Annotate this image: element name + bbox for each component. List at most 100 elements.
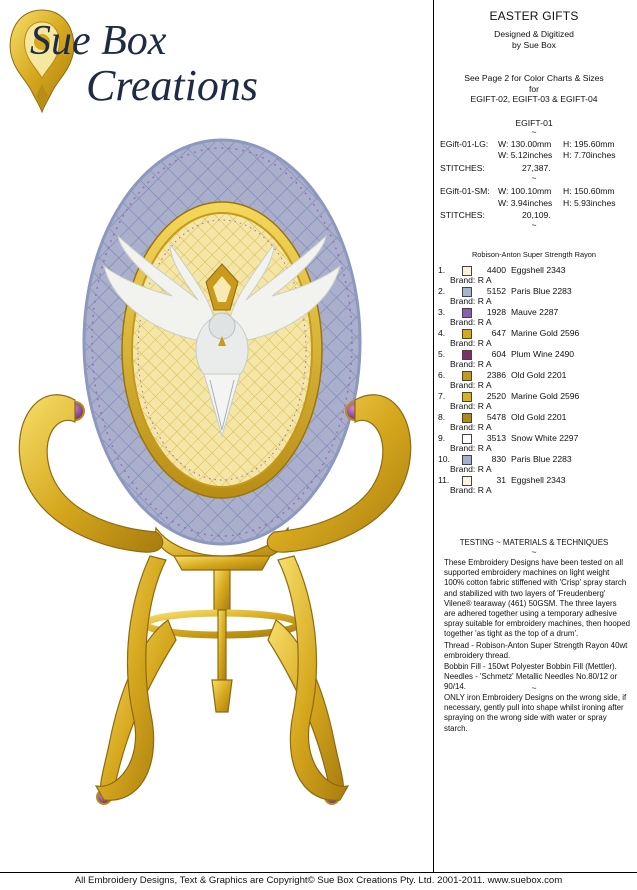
- small-width-mm: W: 100.10mm: [498, 186, 552, 196]
- small-stitches: 20,109.: [522, 210, 551, 220]
- color-number: 11.: [438, 475, 450, 485]
- thread-code: 5152: [486, 286, 506, 296]
- thread-brand: Brand: R A: [450, 296, 492, 306]
- ironing-paragraph: ONLY iron Embroidery Designs on the wron…: [444, 693, 627, 733]
- color-number: 10.: [438, 454, 450, 464]
- large-size-label: EGift-01-LG:: [440, 139, 489, 149]
- thread-brand: Brand: R A: [450, 464, 492, 474]
- design-code: EGIFT-01: [515, 118, 553, 128]
- color-swatch: [462, 329, 472, 339]
- color-number: 9.: [438, 433, 446, 443]
- color-number: 7.: [438, 391, 446, 401]
- separator-tilde: ~: [531, 220, 537, 230]
- large-height-in: H: 7.70inches: [563, 150, 616, 160]
- thread-code: 3513: [486, 433, 506, 443]
- separator-tilde: ~: [531, 173, 537, 183]
- small-stitches-label: STITCHES:: [440, 210, 485, 220]
- color-swatch: [462, 455, 472, 465]
- logo-text-line1: Sue Box: [30, 18, 167, 64]
- color-number: 8.: [438, 412, 446, 422]
- thread-code: 2520: [486, 391, 506, 401]
- small-height-mm: H: 150.60mm: [563, 186, 615, 196]
- thread-name: Eggshell 2343: [511, 475, 566, 485]
- thread-brand: Brand: R A: [450, 401, 492, 411]
- color-number: 6.: [438, 370, 446, 380]
- thread-paragraph: Thread - Robison-Anton Super Strength Ra…: [444, 641, 628, 661]
- thread-name: Paris Blue 2283: [511, 286, 572, 296]
- thread-brand: Brand: R A: [450, 338, 492, 348]
- needles-paragraph: Needles - 'Schmetz' Metallic Needles No.…: [444, 672, 618, 692]
- color-number: 3.: [438, 307, 446, 317]
- separator-tilde: ~: [531, 683, 537, 693]
- thread-code: 604: [491, 349, 506, 359]
- thread-brand: Brand: R A: [450, 443, 492, 453]
- color-swatch: [462, 371, 472, 381]
- testing-heading: TESTING ~ MATERIALS & TECHNIQUES: [459, 538, 609, 547]
- copyright-footer: All Embroidery Designs, Text & Graphics …: [74, 875, 563, 886]
- thread-code: 5478: [486, 412, 506, 422]
- logo-text-line2: Creations: [86, 61, 258, 110]
- thread-brand: Brand: R A: [450, 359, 492, 369]
- separator-tilde: ~: [531, 127, 537, 137]
- bobbin-paragraph: Bobbin Fill - 150wt Polyester Bobbin Fil…: [444, 662, 617, 671]
- color-swatch: [462, 350, 472, 360]
- column-divider: [433, 0, 434, 872]
- large-width-mm: W: 130.00mm: [498, 139, 552, 149]
- embroidery-artwork: Sue Box Creations: [9, 9, 412, 805]
- color-swatch: [462, 434, 472, 444]
- thread-brand: Brand: R A: [450, 380, 492, 390]
- large-stitches: 27,387.: [522, 163, 551, 173]
- thread-brand: Brand: R A: [450, 317, 492, 327]
- color-number: 1.: [438, 265, 446, 275]
- designer-credit: Designed & Digitized by Sue Box: [494, 29, 574, 50]
- color-swatch: [462, 287, 472, 297]
- color-swatch: [462, 266, 472, 276]
- color-swatch: [462, 392, 472, 402]
- thread-code: 647: [491, 328, 506, 338]
- color-swatch: [462, 476, 472, 486]
- thread-code: 31: [496, 475, 506, 485]
- testing-paragraph: These Embroidery Designs have been teste…: [444, 558, 630, 639]
- small-width-in: W: 3.94inches: [498, 198, 553, 208]
- thread-name: Snow White 2297: [511, 433, 579, 443]
- thread-name: Marine Gold 2596: [511, 328, 580, 338]
- color-number: 4.: [438, 328, 446, 338]
- thread-code: 2386: [486, 370, 506, 380]
- see-page-note: See Page 2 for Color Charts & Sizes for …: [464, 73, 604, 104]
- thread-brand: Brand: R A: [450, 275, 492, 285]
- thread-name: Plum Wine 2490: [511, 349, 575, 359]
- thread-code: 1928: [486, 307, 506, 317]
- thread-name: Marine Gold 2596: [511, 391, 580, 401]
- thread-name: Eggshell 2343: [511, 265, 566, 275]
- thread-heading: Robison-Anton Super Strength Rayon: [471, 250, 597, 259]
- color-swatch: [462, 413, 472, 423]
- thread-name: Mauve 2287: [511, 307, 559, 317]
- large-width-in: W: 5.12inches: [498, 150, 553, 160]
- large-height-mm: H: 195.60mm: [563, 139, 615, 149]
- color-number: 5.: [438, 349, 446, 359]
- dove-illustration: [103, 234, 341, 438]
- thread-name: Paris Blue 2283: [511, 454, 572, 464]
- small-height-in: H: 5.93inches: [563, 198, 616, 208]
- separator-tilde: ~: [531, 547, 537, 557]
- thread-name: Old Gold 2201: [511, 370, 567, 380]
- footer-divider: [0, 872, 637, 873]
- logo-ornament: [9, 9, 75, 114]
- color-number: 2.: [438, 286, 446, 296]
- gold-stand: [18, 394, 412, 801]
- thread-brand: Brand: R A: [450, 485, 492, 495]
- thread-code: 830: [491, 454, 506, 464]
- thread-brand: Brand: R A: [450, 422, 492, 432]
- large-stitches-label: STITCHES:: [440, 163, 485, 173]
- design-title: EASTER GIFTS: [489, 9, 579, 23]
